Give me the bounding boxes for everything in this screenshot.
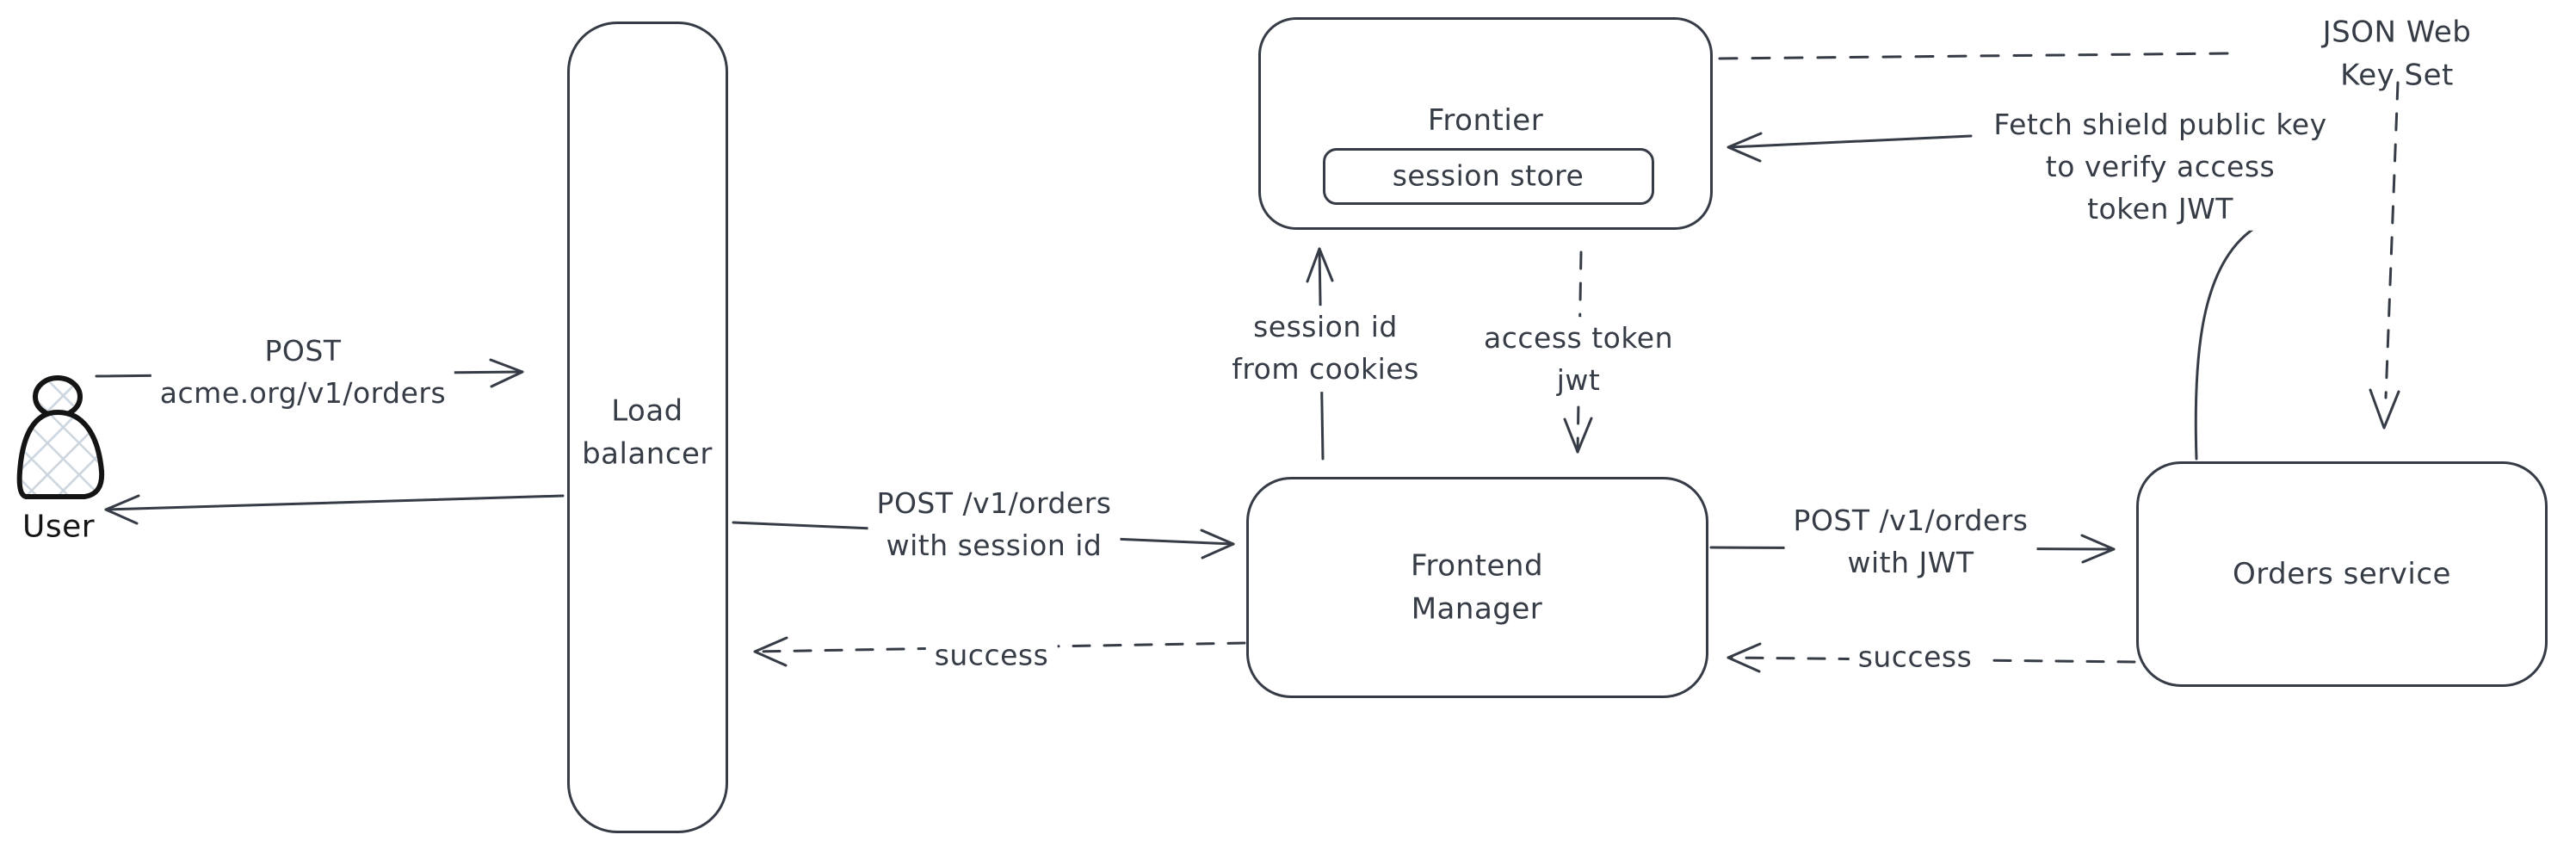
arrowhead-down-icon: [1563, 417, 1593, 454]
frontier-label: Frontier: [1427, 102, 1544, 138]
load-balancer-label: Load balancer: [582, 393, 713, 472]
session-store-node: [1323, 148, 1654, 205]
edge-label-post-acme-orders: POST acme.org/v1/orders: [151, 330, 455, 416]
edge-label-fetch-shield-public-key: Fetch shield public key to verify access…: [1985, 102, 2336, 232]
frontend-manager-label: Frontend Manager: [1410, 548, 1544, 627]
user-label: User: [22, 509, 96, 545]
frontend-manager-node: [1246, 477, 1708, 698]
arrowhead-left-icon: [1727, 132, 1763, 163]
arrowhead-right-icon: [2080, 534, 2116, 564]
orders-service-node: [2136, 461, 2548, 687]
arrowhead-left-icon: [753, 636, 788, 667]
arrowhead-right-icon: [1200, 529, 1235, 560]
edge-label-post-orders-session-id: POST /v1/orders with session id: [868, 482, 1121, 568]
arrowhead-right-icon: [489, 358, 524, 388]
edge-frontier-to-jwks: [1718, 52, 2233, 60]
session-store-label: session store: [1392, 158, 1585, 193]
edge-load-balancer-to-user: [104, 494, 565, 525]
user-figure: [16, 375, 105, 499]
user-body-icon: [16, 410, 105, 499]
edge-frontend-manager-to-load-balancer: [753, 636, 1246, 667]
edge-label-success-right: success: [1849, 635, 1981, 680]
jwks-label: JSON Web Key Set: [2322, 15, 2472, 93]
arrowhead-left-icon: [104, 494, 140, 525]
arrowhead-left-icon: [1727, 642, 1762, 673]
edge-orders-service-to-frontier: [1727, 132, 2255, 461]
arrowhead-down-icon: [2369, 388, 2400, 430]
load-balancer-node: [567, 22, 728, 833]
orders-service-label: Orders service: [2233, 556, 2451, 591]
edge-jwks-to-orders-service: [2369, 81, 2400, 430]
arrowhead-up-icon: [1306, 247, 1334, 283]
edge-label-post-orders-jwt: POST /v1/orders with JWT: [1784, 499, 2037, 585]
edge-label-session-id-from-cookies: session id from cookies: [1223, 306, 1428, 392]
edge-label-access-token-jwt: access token jwt: [1475, 317, 1682, 403]
frontier-node: [1258, 17, 1713, 230]
edge-label-success-left: success: [925, 634, 1058, 678]
